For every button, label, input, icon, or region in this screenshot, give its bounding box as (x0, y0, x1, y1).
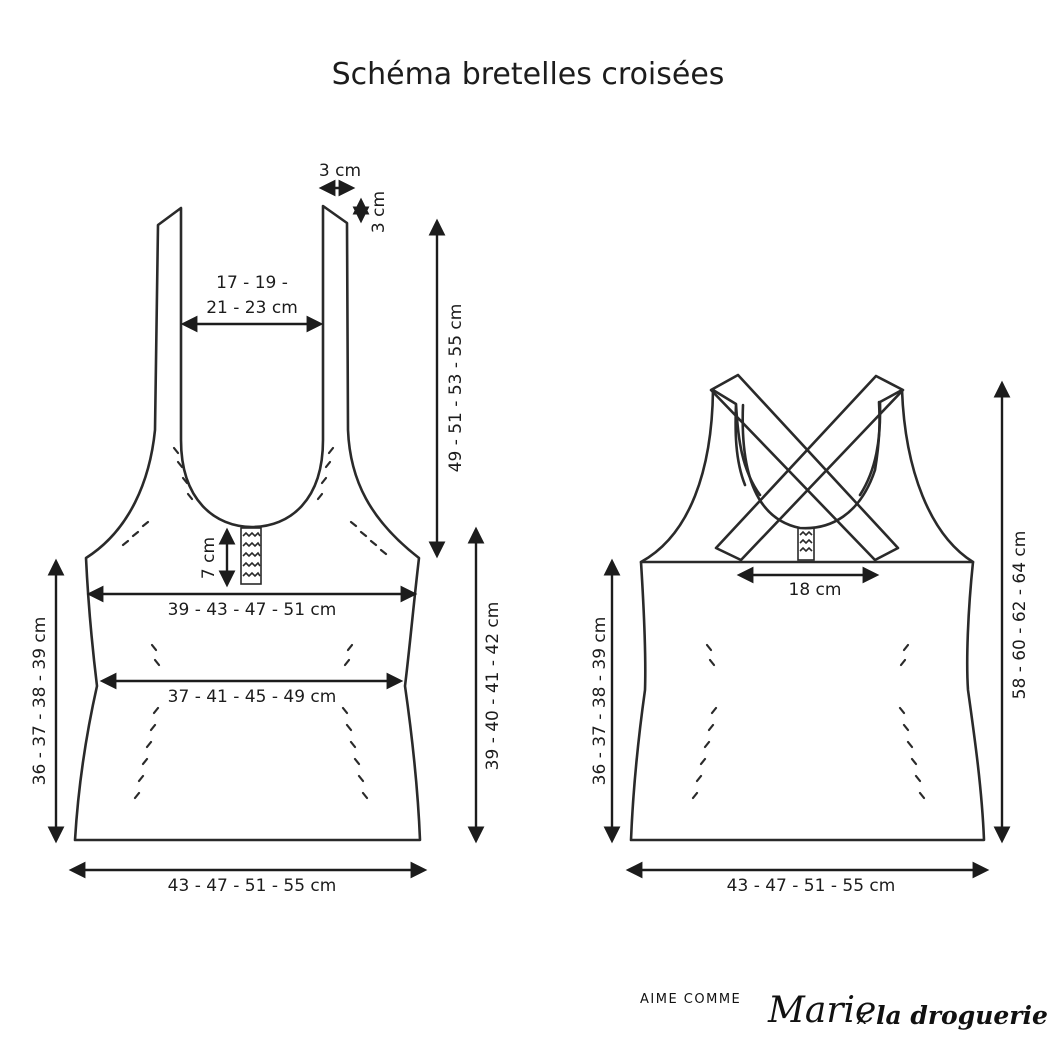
back-body-outline (629, 560, 986, 842)
brand-logo: Aime Comme Marie x la droguerie (640, 990, 1048, 1031)
brand-aime-comme: Aime Comme (640, 992, 741, 1007)
front-placket-label: 7 cm (199, 537, 219, 579)
front-neck-width-label-line2: 21 - 23 cm (206, 298, 298, 318)
back-left-armhole (639, 388, 762, 564)
back-strap-left-to-right (709, 373, 900, 562)
front-neck-width-label-line1: 17 - 19 - (216, 273, 288, 293)
back-decrease-marks (691, 643, 926, 800)
front-strap-width-label: 3 cm (319, 161, 361, 181)
front-waist-label: 37 - 41 - 45 - 49 cm (168, 687, 337, 707)
back-total-length-label: 58 - 60 - 62 - 64 cm (1010, 531, 1030, 700)
front-decrease-marks (121, 446, 388, 800)
back-right-armhole (858, 388, 975, 564)
front-chest-label: 39 - 43 - 47 - 51 cm (168, 600, 337, 620)
brand-x: x (856, 1008, 867, 1029)
front-center-length-label: 39 - 40 - 41 - 42 cm (483, 602, 503, 771)
placket-zigzag (242, 531, 261, 578)
front-armhole-height-label: 49 - 51 - 53 - 55 cm (446, 304, 466, 473)
brand-la-droguerie: la droguerie (876, 1001, 1048, 1030)
back-strap-spacing-label: 18 cm (789, 580, 842, 600)
back-neckline (741, 400, 881, 530)
front-placket (240, 527, 262, 585)
front-view: 3 cm 3 cm 17 - 19 - 21 - 23 cm 49 - 51 -… (30, 161, 503, 896)
back-hem-label: 43 - 47 - 51 - 55 cm (727, 876, 896, 896)
page-title: Schéma bretelles croisées (332, 57, 725, 92)
back-placket (797, 527, 815, 561)
front-side-length-label: 36 - 37 - 38 - 39 cm (30, 617, 50, 786)
back-side-length-label: 36 - 37 - 38 - 39 cm (590, 617, 610, 786)
front-hem-label: 43 - 47 - 51 - 55 cm (168, 876, 337, 896)
back-view: 18 cm 36 - 37 - 38 - 39 cm 58 - 60 - 62 … (590, 373, 1030, 896)
brand-marie: Marie (767, 990, 876, 1031)
back-placket-zigzag (799, 530, 813, 553)
back-strap-right-to-left (714, 374, 905, 562)
front-strap-drop-label: 3 cm (369, 191, 389, 233)
